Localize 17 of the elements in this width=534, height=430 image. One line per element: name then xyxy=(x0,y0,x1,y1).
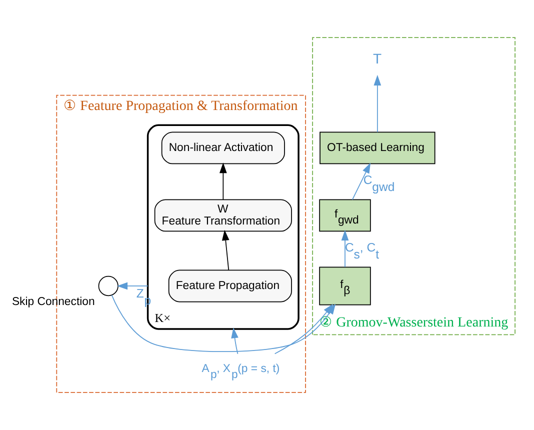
arrow xyxy=(231,328,238,354)
arrow xyxy=(222,230,230,271)
arrow xyxy=(220,162,227,200)
cluster xyxy=(146,124,300,330)
arrow xyxy=(111,294,336,352)
arrow xyxy=(352,162,371,200)
node-box: W Feature Transformation xyxy=(154,199,292,232)
arrow xyxy=(117,282,148,290)
arrow xyxy=(374,74,382,133)
node-text: T xyxy=(373,50,382,67)
node-box: OT-based Learning xyxy=(320,132,436,164)
node-box: Non-linear Activation xyxy=(161,132,285,164)
node-label: K× xyxy=(154,311,171,326)
node-label: Skip Connection xyxy=(12,296,95,308)
node-circle xyxy=(98,276,118,296)
arrow xyxy=(341,230,349,268)
node-box: Feature Propagation xyxy=(168,270,292,302)
